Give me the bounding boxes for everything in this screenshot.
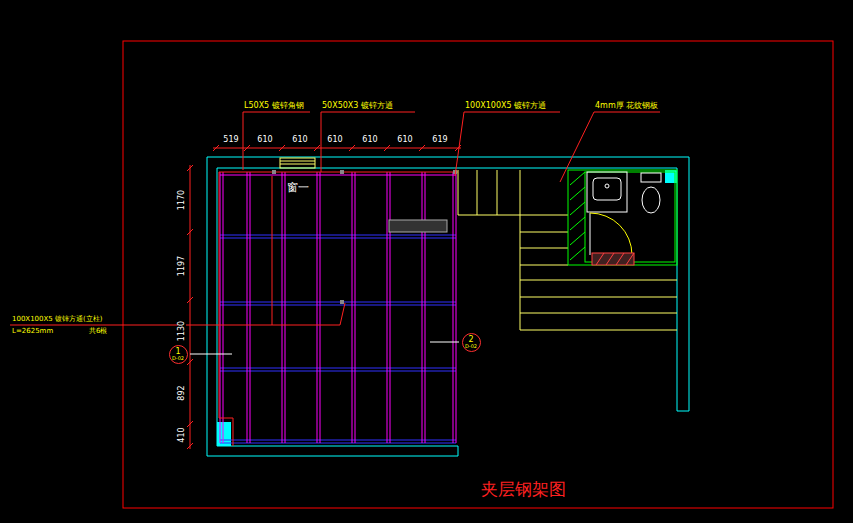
angle-steel	[219, 172, 458, 446]
quantity-note: 共6根	[88, 328, 108, 335]
window-tag: 窗一	[286, 182, 310, 193]
dimension: 410	[178, 426, 186, 443]
wall-outline	[207, 157, 689, 456]
door-swing	[590, 213, 632, 255]
dimension: 519	[222, 136, 239, 144]
callout-number: 1	[175, 348, 180, 356]
dimension: 892	[178, 384, 186, 401]
drawing-title: 夹层钢架图	[480, 481, 567, 498]
section-marker: 1D-02	[169, 345, 188, 364]
post-marks	[272, 170, 457, 304]
material-callout: 50X50X3 镀锌方通	[321, 102, 394, 110]
sheet-reference: D-02	[465, 344, 477, 349]
material-callout: 100X100X5 镀锌方通(立柱)	[11, 316, 103, 323]
material-callout: 4mm厚 花纹钢板	[594, 102, 659, 110]
dimension: 610	[396, 136, 413, 144]
material-callout: L50X5 镀锌角钢	[243, 102, 305, 110]
dimension: 610	[326, 136, 343, 144]
floor-hatch	[592, 253, 634, 265]
joists	[220, 172, 456, 443]
dimension: 610	[361, 136, 378, 144]
column-fill	[217, 422, 231, 446]
cross-beams	[220, 235, 456, 443]
dimension: 619	[431, 136, 448, 144]
callout-number: 2	[468, 336, 473, 344]
dimension-lines	[187, 145, 461, 449]
leader-lines	[10, 112, 660, 325]
bathroom-walls	[568, 170, 677, 265]
material-callout: 100X100X5 镀锌方通	[464, 102, 547, 110]
window-symbol	[280, 158, 315, 168]
dimension: 610	[256, 136, 273, 144]
stairs	[458, 170, 677, 330]
dimension: 1130	[178, 320, 186, 342]
section-marker: 2D-02	[462, 333, 481, 352]
sanitary-fixtures	[587, 172, 661, 255]
dimension: 1170	[178, 189, 186, 211]
section-leaders	[190, 342, 459, 354]
dimension: 610	[291, 136, 308, 144]
opening	[389, 220, 447, 232]
sheet-frame	[123, 41, 833, 508]
dimension: 1197	[178, 255, 186, 277]
length-note: L=2625mm	[11, 328, 54, 335]
sheet-reference: D-02	[172, 356, 184, 361]
